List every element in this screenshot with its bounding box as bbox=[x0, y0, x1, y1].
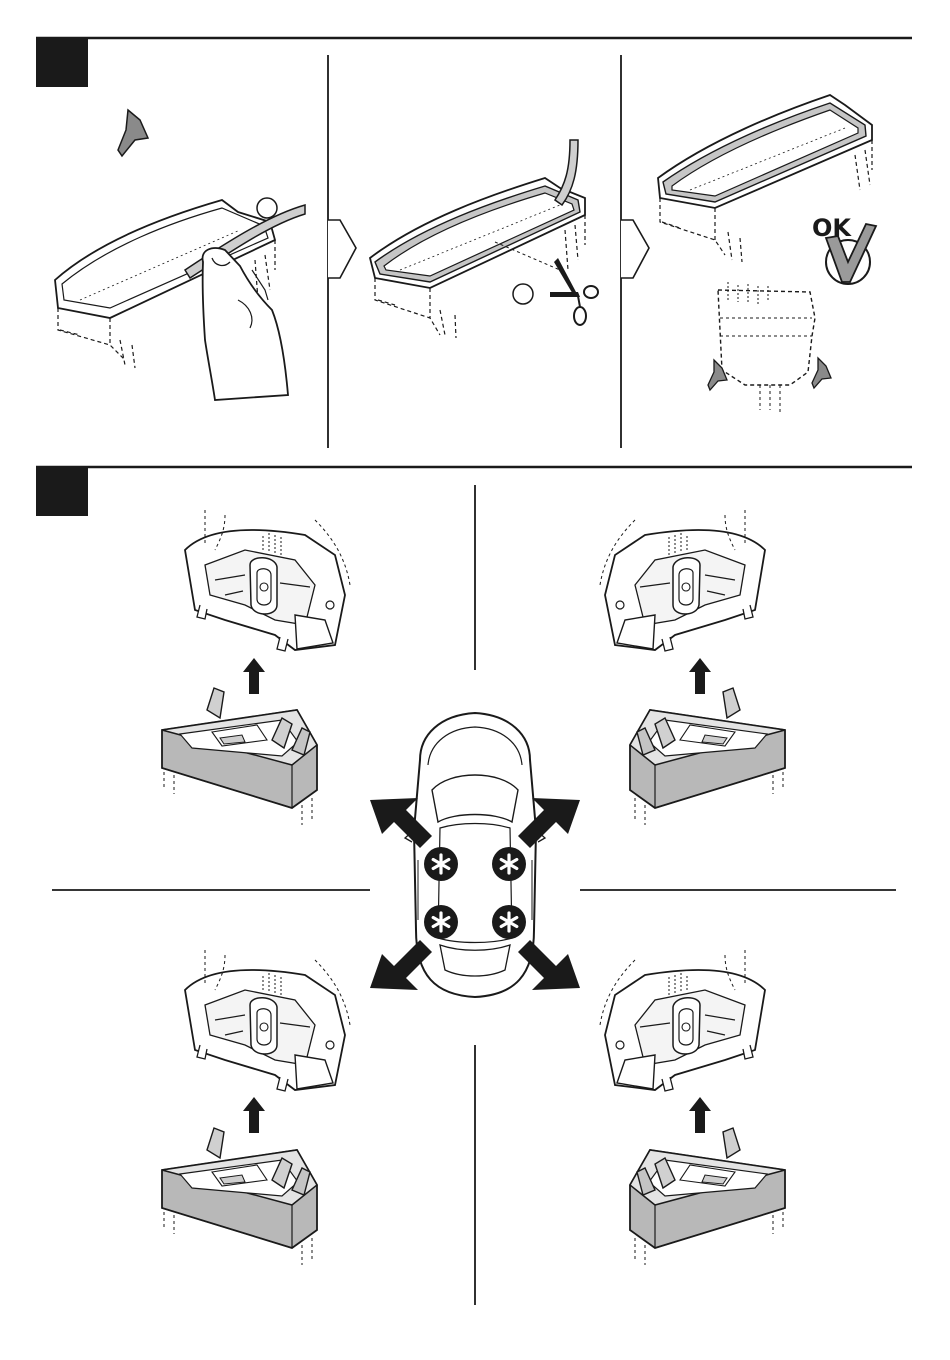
asterisk-icon bbox=[492, 847, 526, 881]
arrow-up-icon bbox=[243, 658, 265, 694]
foot-pad-drawing bbox=[630, 688, 785, 825]
quadrant-front-right bbox=[600, 510, 785, 825]
asterisk-icon bbox=[424, 847, 458, 881]
finger-icon bbox=[203, 248, 288, 400]
arrow-up-icon bbox=[243, 1097, 265, 1133]
arrow-up-icon bbox=[689, 658, 711, 694]
foot-pad-drawing bbox=[162, 1128, 317, 1265]
section-a-step-box bbox=[36, 37, 88, 87]
asterisk-icon bbox=[424, 905, 458, 939]
circle-marker bbox=[257, 198, 277, 218]
arrow-right-icon bbox=[328, 220, 356, 278]
arrow-right-icon bbox=[621, 220, 649, 278]
bracket-drawing bbox=[600, 510, 765, 651]
arrow-up-icon bbox=[689, 1097, 711, 1133]
section-a: OK bbox=[36, 37, 912, 448]
section-b bbox=[36, 466, 912, 1305]
panel-apply-seal bbox=[55, 110, 305, 400]
foot-pad-drawing bbox=[162, 688, 317, 825]
foot-pad-drawing bbox=[630, 1128, 785, 1265]
quadrant-front-left bbox=[162, 510, 350, 825]
clip-icon bbox=[118, 110, 148, 156]
tray-drawing bbox=[370, 140, 585, 338]
quadrant-rear-right bbox=[600, 950, 785, 1265]
clip-icon bbox=[812, 358, 831, 388]
bracket-drawing bbox=[600, 950, 765, 1091]
quadrant-rear-left bbox=[162, 950, 350, 1265]
bracket-drawing bbox=[185, 950, 350, 1091]
circle-marker bbox=[513, 284, 533, 304]
section-b-step-box bbox=[36, 466, 88, 516]
scissors-icon bbox=[550, 258, 598, 325]
seal-detail-drawing bbox=[708, 282, 831, 412]
asterisk-icon bbox=[492, 905, 526, 939]
bracket-drawing bbox=[185, 510, 350, 651]
panel-result: OK bbox=[658, 95, 876, 412]
panel-cut-seal bbox=[370, 140, 598, 338]
